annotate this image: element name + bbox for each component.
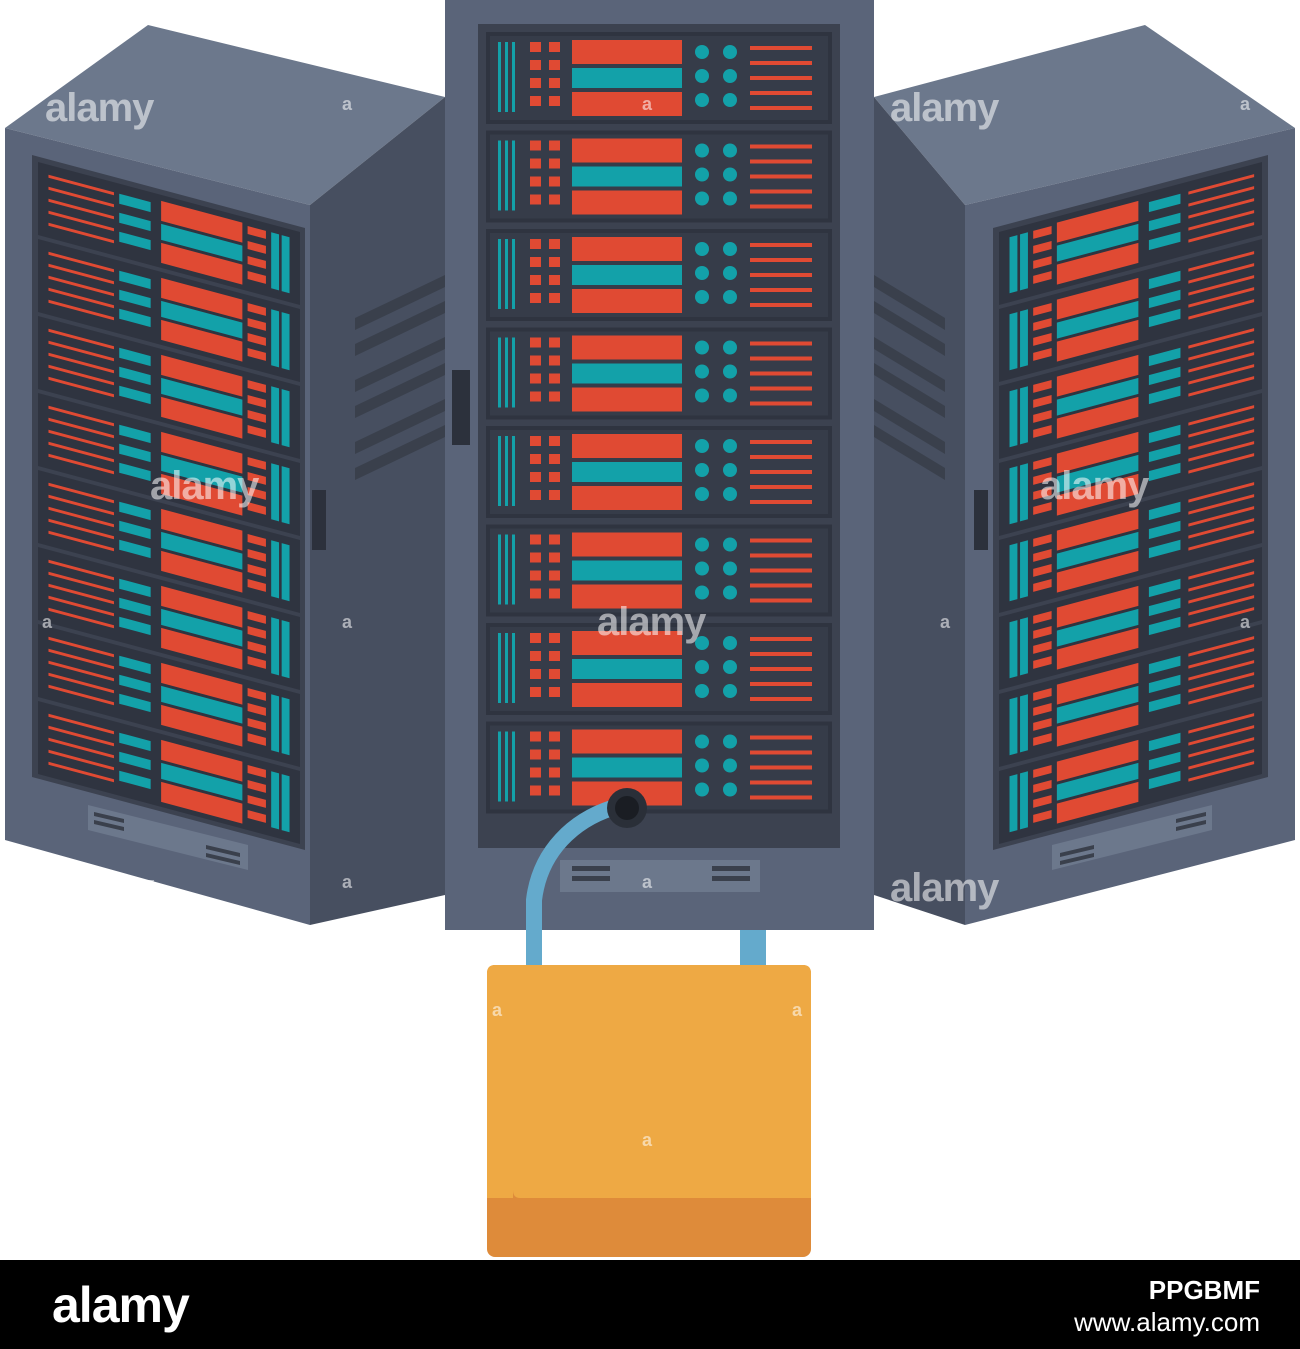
server-rack-right-icon [874,25,1295,925]
server-unit [38,470,300,613]
server-security-illustration: alamy alamy alamy alamy alamy alamy alam… [5,0,1295,1257]
server-unit [999,624,1262,767]
server-unit [38,547,300,690]
server-unit [999,393,1262,536]
server-unit [999,701,1262,844]
server-unit [38,316,300,459]
server-unit [999,162,1262,305]
server-unit [999,470,1262,613]
padlock-icon [487,788,811,1257]
server-unit [486,721,832,814]
footer-url: www.alamy.com [1074,1307,1260,1337]
server-unit [999,547,1262,690]
server-unit [486,327,832,420]
server-unit [38,624,300,767]
footer-meta: PPGBMF www.alamy.com [1074,1274,1260,1338]
server-unit [38,701,300,844]
server-unit [486,130,832,223]
image-id: PPGBMF [1148,1275,1260,1305]
server-unit [486,229,832,321]
server-unit [486,524,832,617]
server-unit [486,426,832,518]
server-unit [486,623,832,715]
footer-logo: alamy [52,1277,190,1333]
server-unit [38,393,300,536]
server-unit [38,239,300,382]
server-unit [486,32,832,124]
server-rack-left-icon [5,25,445,925]
server-rack-center-icon [445,0,874,930]
server-unit [999,239,1262,382]
server-unit [999,316,1262,459]
footer-bar: alamy PPGBMF www.alamy.com [0,1260,1300,1349]
server-unit [38,162,300,305]
